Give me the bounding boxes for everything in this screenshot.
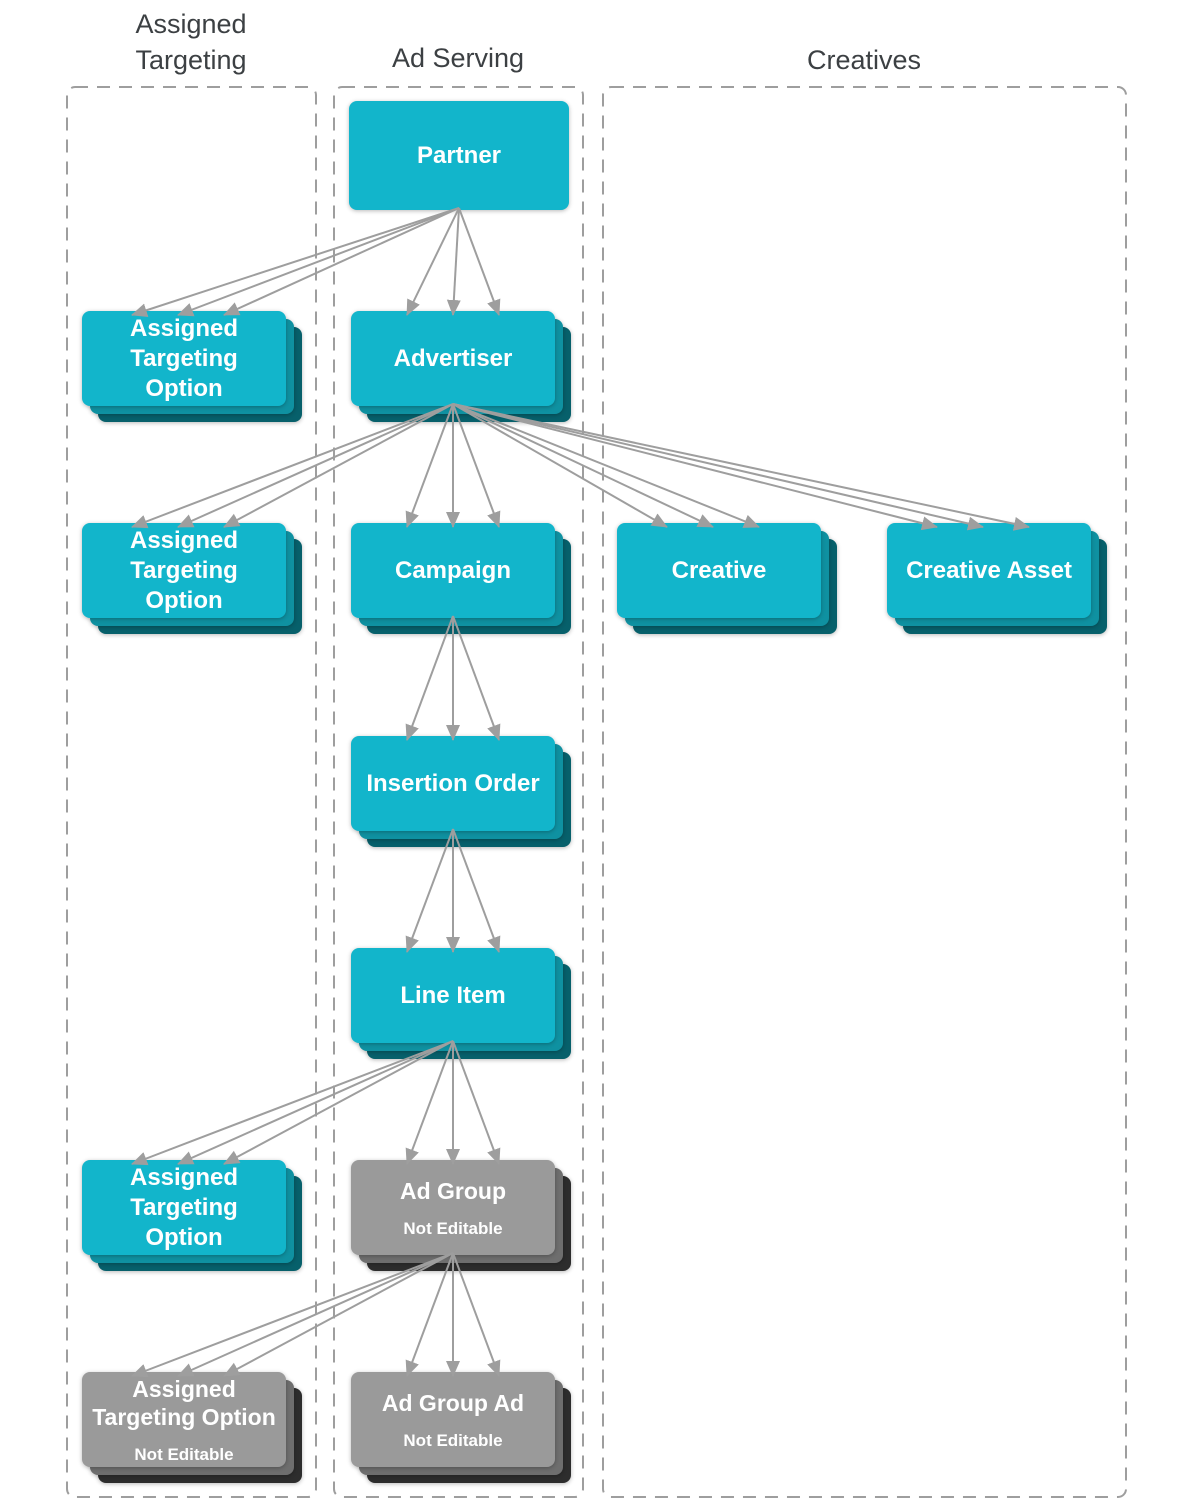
node-line-item: Line Item: [351, 948, 571, 1059]
node-ad-group-ad: Ad Group Ad Not Editable: [351, 1372, 571, 1483]
node-label: Assigned Targeting Option: [129, 526, 239, 614]
node-label: Creative: [671, 556, 767, 584]
node-assigned-targeting-option-not-editable: Assigned Targeting Option Not Editable: [82, 1372, 302, 1483]
column-creatives-border: [602, 86, 1127, 1498]
creative-asset-box: Creative Asset: [887, 523, 1091, 618]
campaign-box: Campaign: [351, 523, 555, 618]
column-title-ad-serving: Ad Serving: [391, 43, 525, 73]
node-label: Ad Group: [399, 1177, 507, 1204]
assigned-targeting-option-box: Assigned Targeting Option: [82, 523, 286, 618]
node-advertiser: Advertiser: [351, 311, 571, 422]
assigned-targeting-option-box: Assigned Targeting Option: [82, 1160, 286, 1255]
partner-box: Partner: [349, 101, 569, 210]
column-title-creatives: Creatives: [806, 45, 922, 75]
line-item-box: Line Item: [351, 948, 555, 1043]
node-campaign: Campaign: [351, 523, 571, 634]
node-insertion-order: Insertion Order: [351, 736, 571, 847]
advertiser-box: Advertiser: [351, 311, 555, 406]
not-editable-badge: Not Editable: [403, 1430, 503, 1450]
node-label: Assigned Targeting Option: [92, 1375, 276, 1430]
column-ad-serving-border: [333, 86, 584, 1498]
column-title-assigned-targeting: Assigned Targeting: [135, 9, 247, 75]
not-editable-badge: Not Editable: [134, 1444, 234, 1464]
node-label: Creative Asset: [906, 556, 1072, 584]
node-label: Assigned Targeting Option: [129, 314, 239, 402]
node-creative-asset: Creative Asset: [887, 523, 1107, 634]
column-assigned-targeting-border: [66, 86, 317, 1498]
node-label: Campaign: [394, 556, 511, 584]
ad-group-box: Ad Group Not Editable: [351, 1160, 555, 1255]
node-label: Ad Group Ad: [381, 1389, 525, 1416]
node-label: Insertion Order: [366, 769, 540, 797]
creative-box: Creative: [617, 523, 821, 618]
assigned-targeting-option-box: Assigned Targeting Option: [82, 311, 286, 406]
node-assigned-targeting-option: Assigned Targeting Option: [82, 311, 302, 422]
node-assigned-targeting-option: Assigned Targeting Option: [82, 523, 302, 634]
node-label: Partner: [416, 141, 502, 169]
ad-group-ad-box: Ad Group Ad Not Editable: [351, 1372, 555, 1467]
node-ad-group: Ad Group Not Editable: [351, 1160, 571, 1271]
insertion-order-box: Insertion Order: [351, 736, 555, 831]
node-partner: Partner: [349, 101, 569, 210]
assigned-targeting-option-box: Assigned Targeting Option Not Editable: [82, 1372, 286, 1467]
node-label: Line Item: [400, 981, 506, 1009]
not-editable-badge: Not Editable: [403, 1218, 503, 1238]
node-assigned-targeting-option: Assigned Targeting Option: [82, 1160, 302, 1271]
node-label: Advertiser: [393, 344, 513, 372]
node-creative: Creative: [617, 523, 837, 634]
node-label: Assigned Targeting Option: [129, 1163, 239, 1251]
